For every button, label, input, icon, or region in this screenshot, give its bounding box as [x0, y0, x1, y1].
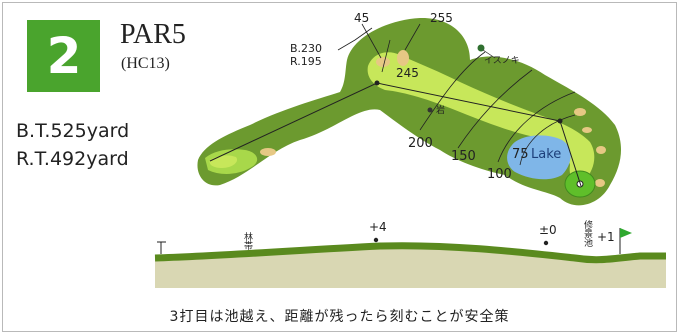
carry-line-45 [361, 23, 382, 59]
bunker-6 [595, 179, 605, 187]
regular-tee-yardage: R.T.492yard [16, 148, 129, 170]
carry-line-245 [381, 39, 391, 73]
target-1 [374, 80, 380, 86]
bunker-4 [582, 127, 592, 133]
rough-area [197, 17, 622, 206]
elevation-zero: ±0 [539, 223, 557, 237]
distance-150: 150 [451, 149, 476, 164]
hole-number: 2 [46, 27, 82, 85]
rock-icon [427, 107, 433, 113]
lake [507, 135, 571, 180]
bunker-7 [260, 148, 276, 156]
bunker-1 [376, 57, 390, 67]
back-tee-yardage: B.T.525yard [16, 120, 130, 142]
arc-150 [457, 69, 533, 149]
elevation-plus1: +1 [597, 230, 615, 244]
bunker-5 [596, 146, 606, 154]
pond-label: 修景池 [582, 219, 593, 247]
hole-number-badge: 2 [27, 20, 100, 92]
elev-point-2 [543, 240, 549, 246]
tree-label: イスノキ [484, 56, 520, 66]
rock-label: 岩 [436, 104, 445, 116]
elevation-turf [154, 242, 666, 264]
arc-100 [497, 91, 576, 163]
carry-245: 245 [396, 66, 419, 80]
lake-label: Lake [531, 147, 561, 162]
tee-distance-regular: R.195 [290, 55, 322, 68]
bunker-2 [397, 50, 409, 66]
carry-45: 45 [354, 11, 369, 25]
carry-255: 255 [430, 11, 453, 25]
elevation-plus4: +4 [369, 220, 387, 234]
tree-leader [482, 49, 496, 59]
tee-distance-back: B.230 [290, 42, 322, 55]
bunker-3 [574, 108, 586, 116]
elev-point-1 [373, 237, 379, 243]
distance-200: 200 [408, 136, 433, 151]
distance-75: 75 [512, 147, 529, 162]
arc-75 [519, 114, 576, 166]
strategy-caption: 3打目は池越え、距離が残ったら刻むことが安全策 [169, 309, 510, 325]
handicap-label: (HC13) [121, 55, 170, 72]
par-label: PAR5 [120, 19, 186, 50]
tree-icon [477, 44, 485, 52]
forest-label: 林帯 [242, 231, 253, 251]
arc-200 [419, 51, 486, 131]
flag-icon [620, 228, 632, 238]
shot-line [209, 82, 582, 187]
distance-100: 100 [487, 167, 512, 182]
carry-line-255 [404, 23, 421, 51]
target-2 [557, 118, 563, 124]
